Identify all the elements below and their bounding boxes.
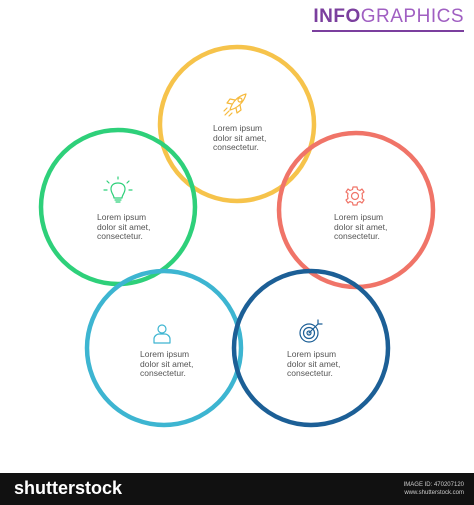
circles-diagram <box>38 44 436 428</box>
node-text-line: Lorem ipsum <box>97 212 147 222</box>
node-text-top: Lorem ipsum dolor sit amet, consectetur. <box>213 123 267 153</box>
node-text-line: Lorem ipsum <box>287 349 337 359</box>
node-text-line: dolor sit amet, <box>140 358 194 369</box>
brand-logo: shutterstock <box>14 478 123 498</box>
node-text-line: consectetur. <box>287 368 333 378</box>
image-id-label: IMAGE ID: 470207120 <box>403 482 464 488</box>
node-text-line: consectetur. <box>334 231 380 241</box>
ring-right <box>276 130 436 290</box>
site-url: www.shutterstock.com <box>404 490 464 496</box>
node-text-line: Lorem ipsum <box>334 212 384 222</box>
node-text-left: Lorem ipsum dolor sit amet, consectetur. <box>97 212 151 242</box>
person-icon <box>153 324 171 344</box>
node-text-line: dolor sit amet, <box>287 358 341 369</box>
rocket-icon <box>223 93 247 117</box>
title-underline <box>312 30 464 32</box>
node-text-bottom-left: Lorem ipsum dolor sit amet, consectetur. <box>140 349 194 379</box>
ring-bottom-left <box>84 268 244 428</box>
node-text-line: dolor sit amet, <box>97 221 151 232</box>
node-text-line: Lorem ipsum <box>140 349 190 359</box>
gear-icon <box>345 186 365 206</box>
title-bold-word: INFO <box>313 6 361 27</box>
infographic-title: INFOGRAPHICS <box>313 6 464 28</box>
ring-left <box>38 127 198 287</box>
image-id-block: IMAGE ID: 470207120 www.shutterstock.com <box>404 481 464 497</box>
target-icon <box>299 319 323 343</box>
lightbulb-icon <box>103 176 133 203</box>
node-text-line: consectetur. <box>213 142 259 152</box>
node-text-line: dolor sit amet, <box>213 132 267 143</box>
ring-top <box>157 44 317 204</box>
node-text-line: Lorem ipsum <box>213 123 263 133</box>
ring-bottom-right <box>231 268 391 428</box>
node-text-line: dolor sit amet, <box>334 221 388 232</box>
node-text-bottom-right: Lorem ipsum dolor sit amet, consectetur. <box>287 349 341 379</box>
node-text-line: consectetur. <box>140 368 186 378</box>
node-text-right: Lorem ipsum dolor sit amet, consectetur. <box>334 212 388 242</box>
node-text-line: consectetur. <box>97 231 143 241</box>
title-light-word: GRAPHICS <box>360 6 464 27</box>
footer-bar: shutterstock IMAGE ID: 470207120 www.shu… <box>0 473 474 505</box>
